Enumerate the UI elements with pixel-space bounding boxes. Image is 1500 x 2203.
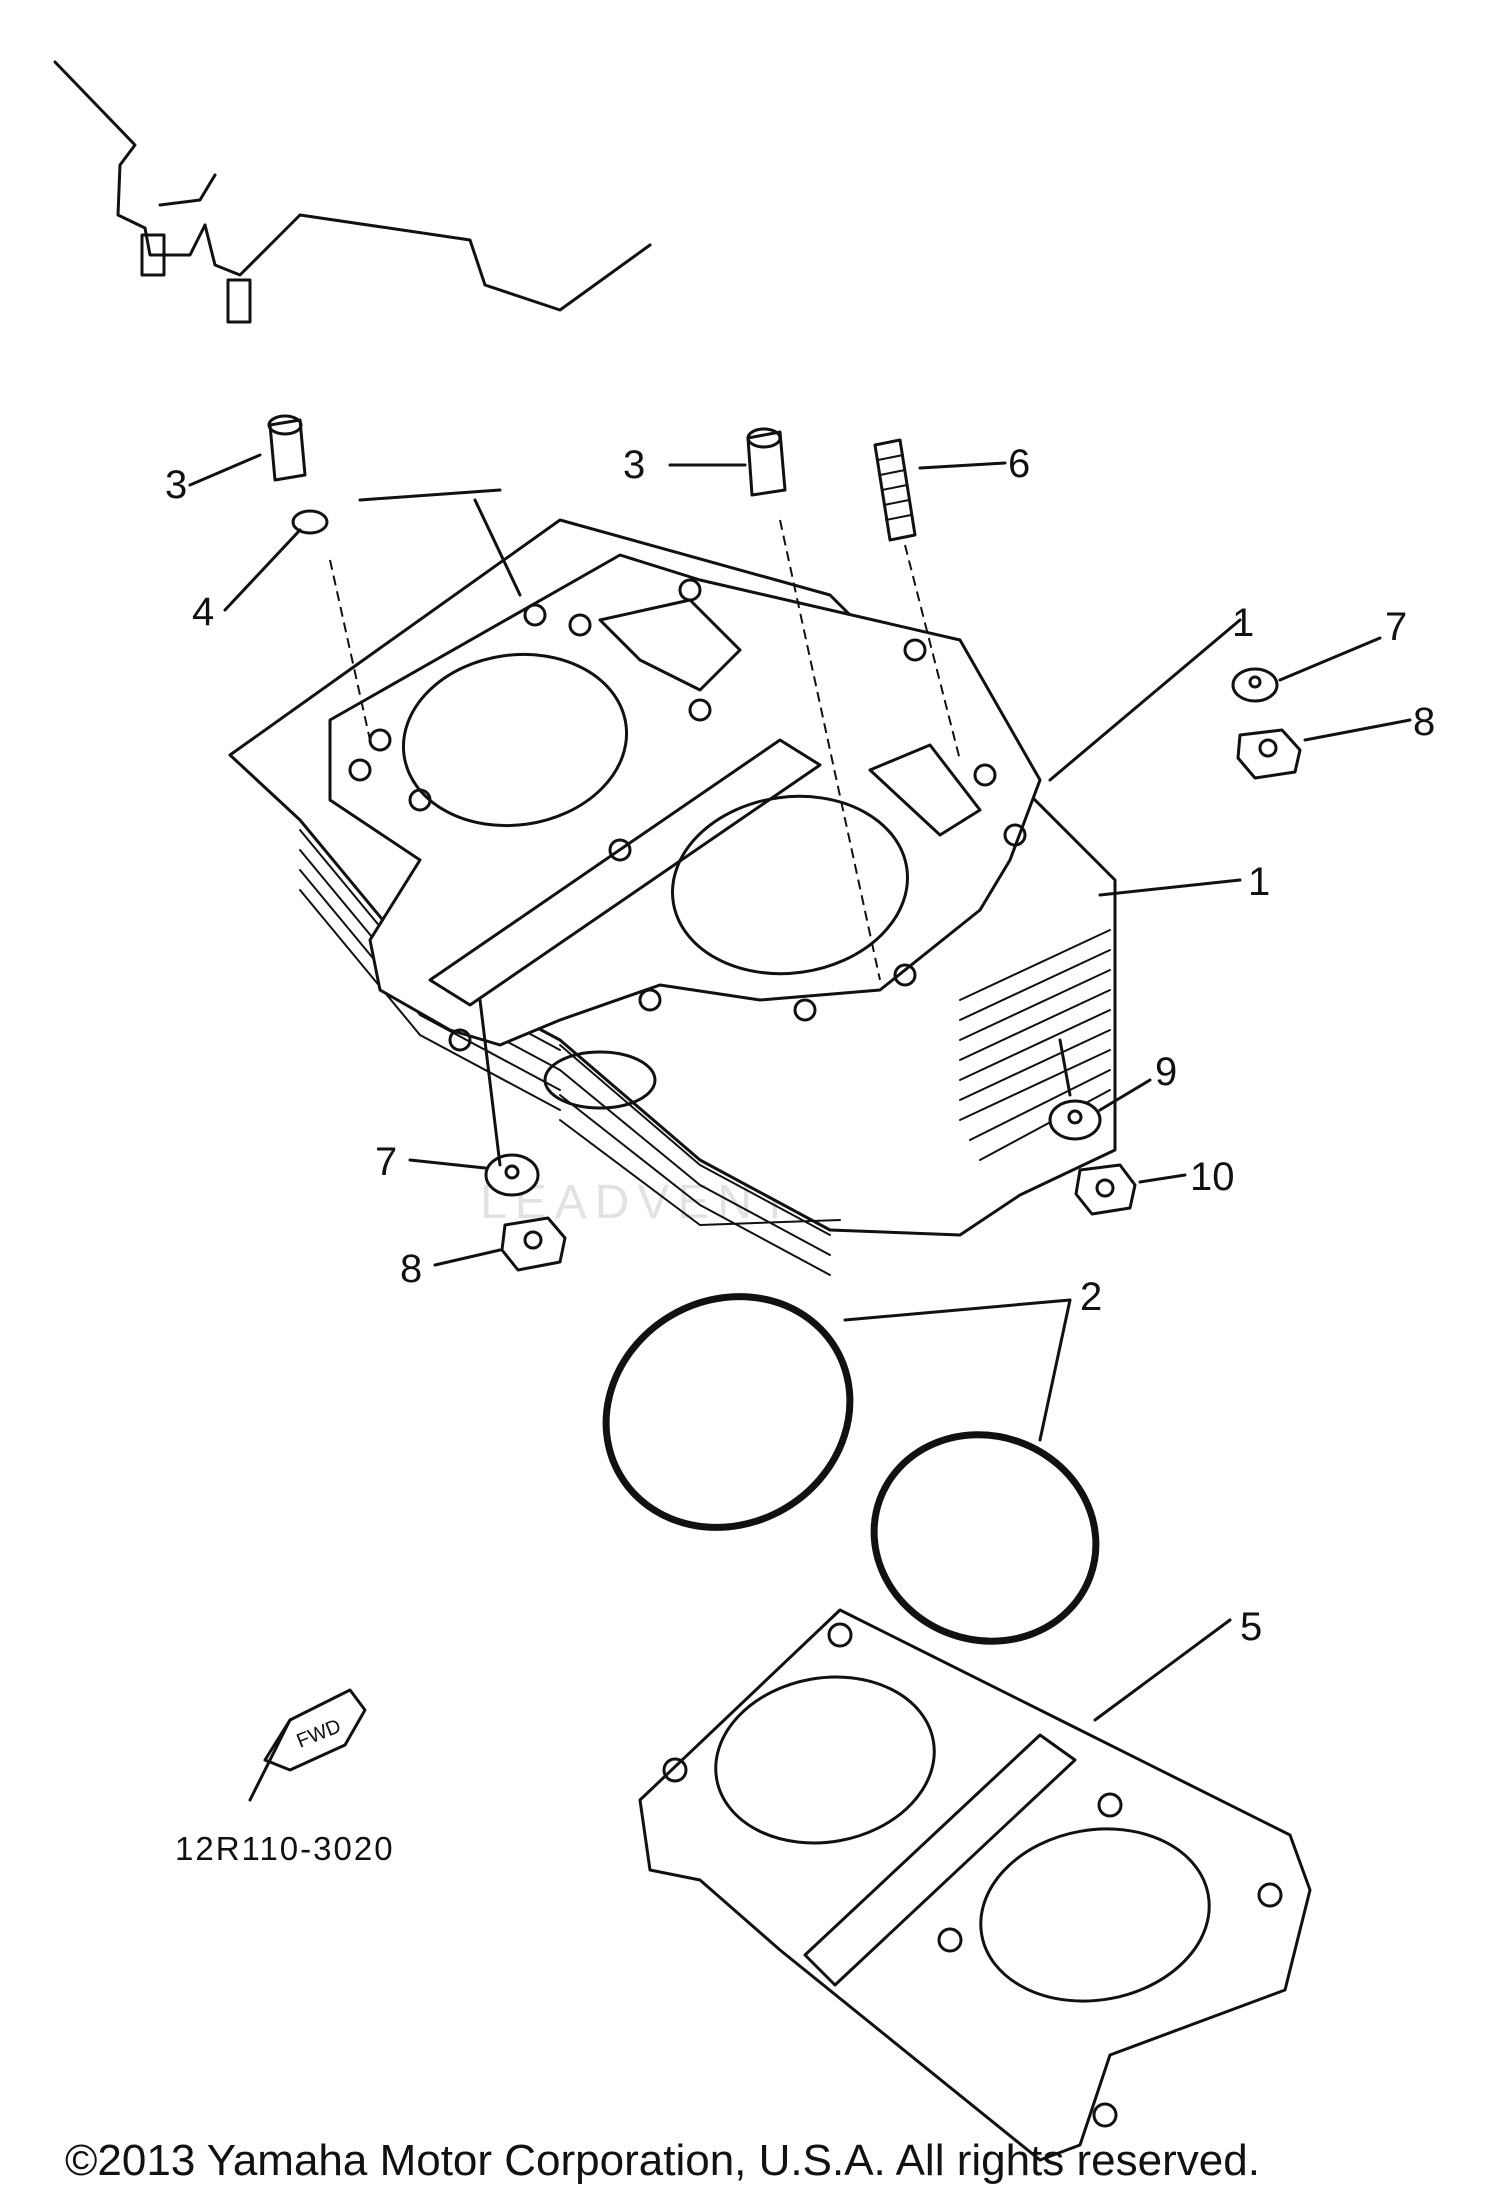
callout-7-right: 7 xyxy=(1385,605,1407,649)
callout-5: 5 xyxy=(1240,1605,1262,1649)
callout-4: 4 xyxy=(192,590,214,634)
copyright-notice: ©2013 Yamaha Motor Corporation, U.S.A. A… xyxy=(65,2136,1260,2185)
callout-3-left: 3 xyxy=(165,463,187,507)
o-rings xyxy=(602,1293,1100,1645)
callout-8-right: 8 xyxy=(1413,700,1435,744)
fwd-arrow-badge: FWD xyxy=(248,1688,367,1802)
figure-code: 12R110-3020 xyxy=(175,1830,395,1867)
dowel-pin-3-left xyxy=(267,414,307,482)
callout-6: 6 xyxy=(1008,442,1030,486)
callout-8-left: 8 xyxy=(400,1247,422,1291)
washer-9 xyxy=(1048,1099,1102,1141)
nut-10 xyxy=(1074,1163,1137,1216)
o-ring-4 xyxy=(291,509,329,535)
cylinder-block xyxy=(228,518,1117,1276)
washer-7-right xyxy=(1231,667,1279,703)
leader-lines xyxy=(188,453,1412,1722)
washer-7-left xyxy=(484,1153,540,1197)
nut-8-left xyxy=(500,1216,567,1272)
callout-10: 10 xyxy=(1190,1155,1235,1199)
callout-1-side: 1 xyxy=(1248,860,1270,904)
callouts: 3 4 3 6 1 7 8 1 9 10 7 8 2 5 xyxy=(165,442,1435,1649)
stud-bolt-6 xyxy=(873,438,917,542)
callout-3-right: 3 xyxy=(623,443,645,487)
callout-2: 2 xyxy=(1080,1275,1102,1319)
dowel-pin-3-right xyxy=(746,427,787,497)
engine-head-sketch xyxy=(53,60,652,324)
callout-7-left: 7 xyxy=(375,1140,397,1184)
callout-1-top: 1 xyxy=(1232,601,1254,645)
callout-9: 9 xyxy=(1155,1050,1177,1094)
nut-8-right xyxy=(1236,728,1302,780)
cylinder-base-gasket xyxy=(638,1608,1312,2162)
